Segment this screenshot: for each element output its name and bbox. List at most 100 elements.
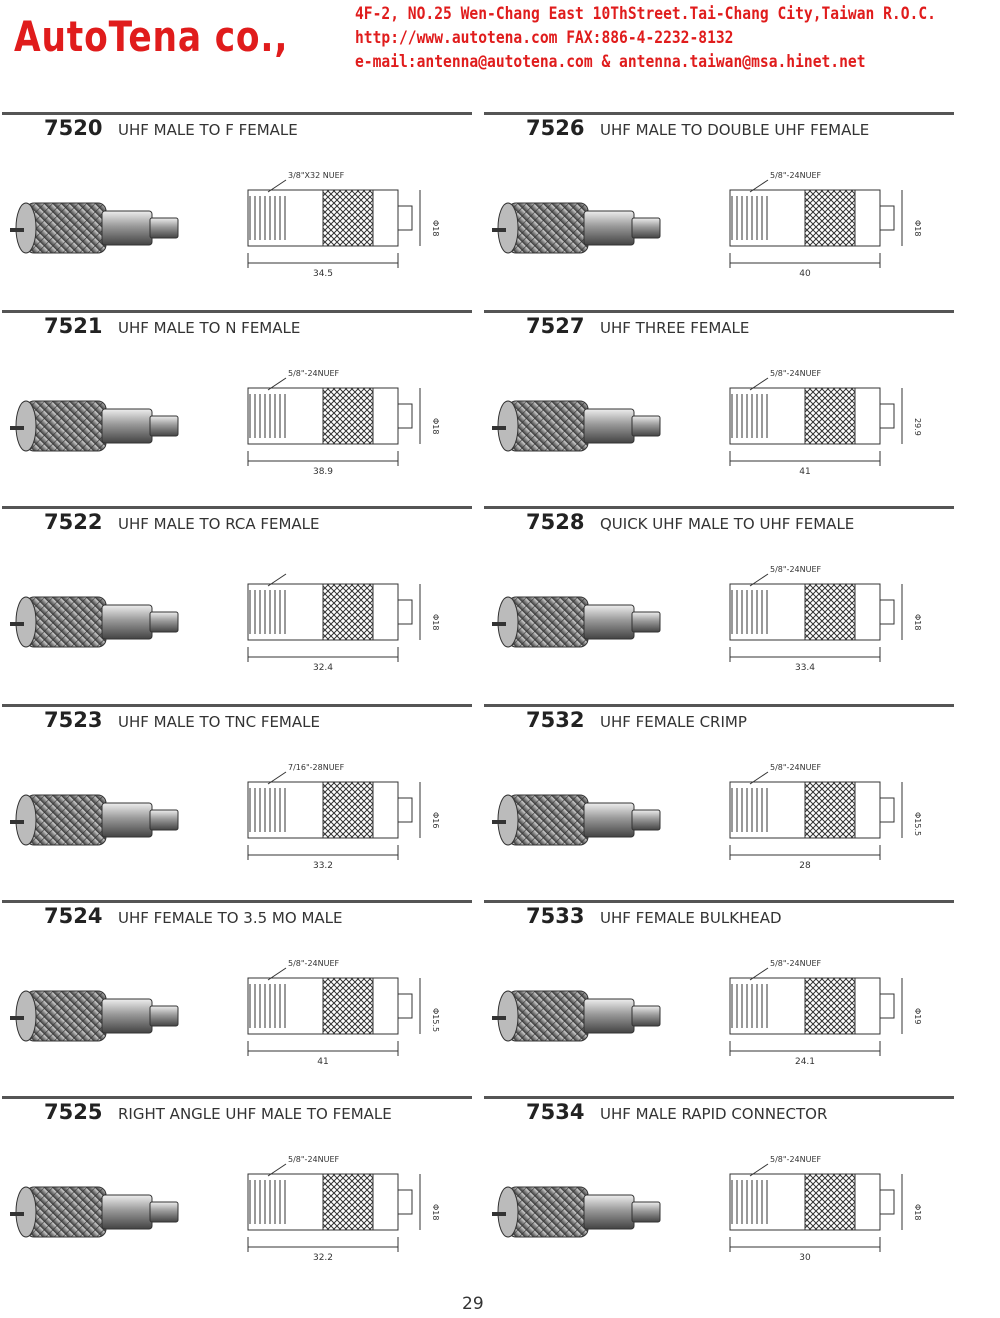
drawing-diameter: Φ16	[431, 812, 440, 828]
technical-drawing: 41 29.9 5/8"-24NUEF	[729, 369, 922, 477]
drawing-diameter: Φ18	[431, 614, 440, 630]
section-divider	[2, 1096, 472, 1099]
product-7520: 7520 UHF MALE TO F FEMALE 34.5 Φ18 3/8"X32 N…	[2, 112, 472, 308]
drawing-diameter: Φ18	[913, 220, 922, 236]
drawing-length: 30	[799, 1253, 811, 1263]
section-divider	[484, 112, 954, 115]
product-title: RIGHT ANGLE UHF MALE TO FEMALE	[118, 1105, 392, 1123]
technical-drawing: 34.5 Φ18 3/8"X32 NUEF	[247, 171, 440, 279]
product-title: UHF MALE TO F FEMALE	[118, 121, 298, 139]
company-address: 4F-2, NO.25 Wen-Chang East 10ThStreet.Ta…	[355, 4, 936, 24]
product-code: 7520	[44, 116, 103, 140]
drawing-length: 34.5	[313, 269, 333, 279]
section-divider	[2, 900, 472, 903]
connector-photo	[492, 794, 661, 846]
product-title: UHF MALE TO N FEMALE	[118, 319, 301, 337]
product-title: QUICK UHF MALE TO UHF FEMALE	[600, 515, 855, 533]
drawing-diameter: Φ18	[913, 1204, 922, 1220]
drawing-length: 28	[799, 861, 811, 871]
product-7533: 7533 UHF FEMALE BULKHEAD 24.1 Φ19 5/8"-24NUE…	[484, 900, 954, 1096]
drawing-thread: 5/8"-24NUEF	[770, 959, 822, 968]
drawing-length: 41	[317, 1057, 328, 1067]
drawing-diameter: Φ18	[913, 614, 922, 630]
section-divider	[2, 506, 472, 509]
connector-photo	[492, 990, 661, 1042]
section-divider	[484, 704, 954, 707]
section-divider	[484, 506, 954, 509]
technical-drawing: 24.1 Φ19 5/8"-24NUEF	[729, 959, 922, 1067]
connector-photo	[10, 1186, 179, 1238]
product-7522: 7522 UHF MALE TO RCA FEMALE 32.4 Φ18	[2, 506, 472, 702]
drawing-thread: 5/8"-24NUEF	[770, 171, 822, 180]
section-divider	[2, 112, 472, 115]
technical-drawing: 41 Φ15.5 5/8"-24NUEF	[247, 959, 440, 1067]
product-title: UHF MALE TO TNC FEMALE	[118, 713, 320, 731]
section-divider	[2, 310, 472, 313]
product-code: 7522	[44, 510, 103, 534]
drawing-thread: 5/8"-24NUEF	[770, 1155, 822, 1164]
technical-drawing: 32.2 Φ18 5/8"-24NUEF	[247, 1155, 440, 1263]
drawing-diameter: Φ15.5	[431, 1008, 440, 1032]
product-7534: 7534 UHF MALE RAPID CONNECTOR 30 Φ18 5/8"-24…	[484, 1096, 954, 1292]
product-title: UHF FEMALE BULKHEAD	[600, 909, 782, 927]
section-divider	[2, 704, 472, 707]
product-title: UHF FEMALE TO 3.5 MO MALE	[118, 909, 343, 927]
drawing-diameter: Φ18	[431, 220, 440, 236]
connector-photo	[10, 990, 179, 1042]
product-code: 7525	[44, 1100, 103, 1124]
product-code: 7524	[44, 904, 103, 928]
product-code: 7521	[44, 314, 103, 338]
product-7525: 7525 RIGHT ANGLE UHF MALE TO FEMALE 32.2 Φ1…	[2, 1096, 472, 1292]
product-code: 7534	[526, 1100, 585, 1124]
drawing-thread: 7/16"-28NUEF	[288, 763, 345, 772]
product-title: UHF MALE TO RCA FEMALE	[118, 515, 320, 533]
product-code: 7528	[526, 510, 585, 534]
company-logo: AutoTena co.,	[14, 12, 289, 61]
drawing-thread: 5/8"-24NUEF	[288, 959, 340, 968]
product-7524: 7524 UHF FEMALE TO 3.5 MO MALE 41 Φ15.5 5/8"…	[2, 900, 472, 1096]
drawing-length: 32.2	[313, 1253, 333, 1263]
drawing-length: 38.9	[313, 467, 333, 477]
drawing-length: 33.4	[795, 663, 815, 673]
drawing-thread: 5/8"-24NUEF	[288, 369, 340, 378]
drawing-thread: 5/8"-24NUEF	[770, 565, 822, 574]
drawing-length: 33.2	[313, 861, 333, 871]
page-number: 29	[462, 1294, 484, 1314]
technical-drawing: 38.9 Φ18 5/8"-24NUEF	[247, 369, 440, 477]
product-title: UHF MALE RAPID CONNECTOR	[600, 1105, 828, 1123]
product-code: 7533	[526, 904, 585, 928]
product-title: UHF THREE FEMALE	[600, 319, 750, 337]
section-divider	[484, 1096, 954, 1099]
drawing-length: 32.4	[313, 663, 333, 673]
technical-drawing: 33.4 Φ18 5/8"-24NUEF	[729, 565, 922, 673]
product-code: 7526	[526, 116, 585, 140]
connector-photo	[10, 794, 179, 846]
product-title: UHF MALE TO DOUBLE UHF FEMALE	[600, 121, 870, 139]
technical-drawing: 32.4 Φ18	[247, 573, 440, 673]
product-code: 7532	[526, 708, 585, 732]
drawing-diameter: Φ18	[431, 1204, 440, 1220]
drawing-diameter: Φ19	[913, 1008, 922, 1024]
drawing-thread: 5/8"-24NUEF	[288, 1155, 340, 1164]
technical-drawing: 30 Φ18 5/8"-24NUEF	[729, 1155, 922, 1263]
product-7528: 7528 QUICK UHF MALE TO UHF FEMALE 33.4 Φ18 5…	[484, 506, 954, 702]
drawing-diameter: Φ15.5	[913, 812, 922, 836]
company-web-fax: http://www.autotena.com FAX:886-4-2232-8…	[355, 28, 734, 48]
connector-photo	[492, 1186, 661, 1238]
drawing-thread: 3/8"X32 NUEF	[288, 171, 345, 180]
drawing-diameter: Φ18	[431, 418, 440, 434]
company-email: e-mail:antenna@autotena.com & antenna.ta…	[355, 52, 866, 72]
connector-photo	[10, 596, 179, 648]
drawing-thread: 5/8"-24NUEF	[770, 369, 822, 378]
connector-photo	[10, 400, 179, 452]
connector-photo	[492, 202, 661, 254]
drawing-length: 24.1	[795, 1057, 815, 1067]
drawing-length: 41	[799, 467, 810, 477]
drawing-diameter: 29.9	[913, 418, 922, 436]
